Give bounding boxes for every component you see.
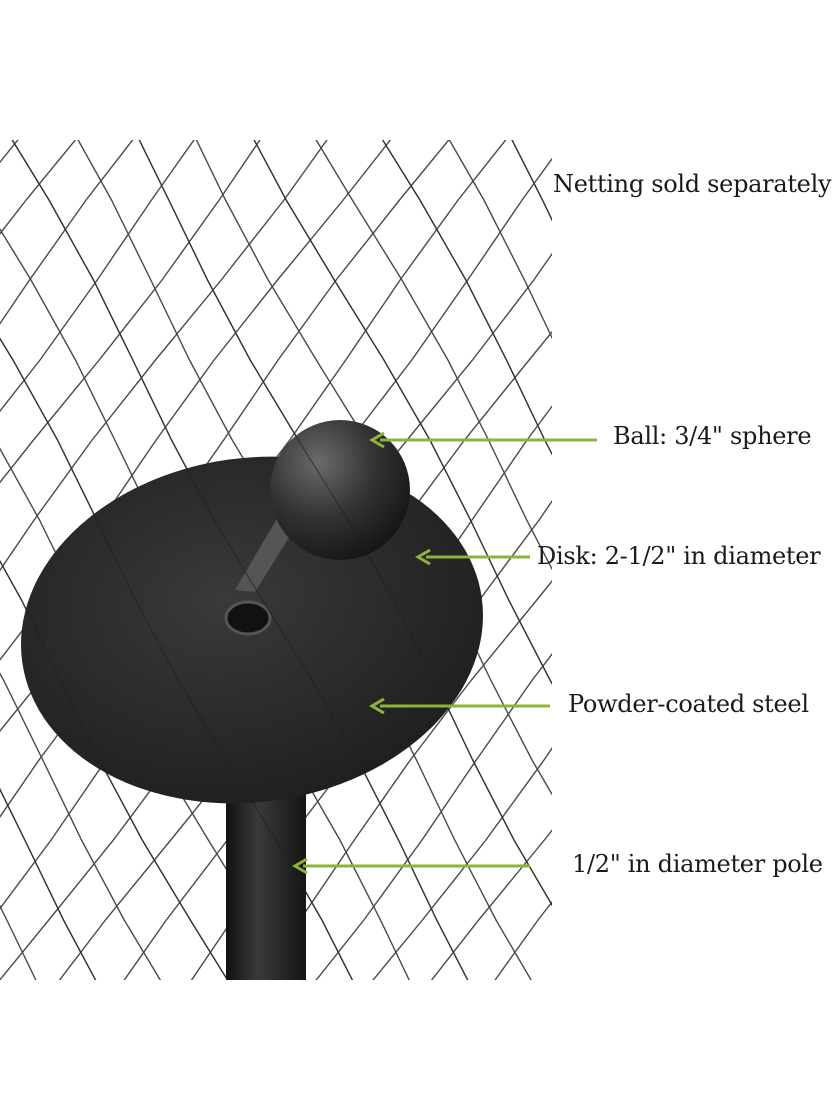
net-strand bbox=[448, 140, 552, 340]
net-strand bbox=[561, 120, 840, 1080]
net-strand bbox=[0, 120, 28, 1080]
ball bbox=[270, 420, 410, 560]
net-strand bbox=[797, 120, 840, 1080]
net-strand bbox=[492, 120, 840, 1080]
net-strand bbox=[138, 140, 552, 907]
net-strand bbox=[0, 904, 37, 980]
label-disk: Disk: 2-1/2" in diameter bbox=[537, 542, 821, 570]
net-strand bbox=[11, 140, 469, 980]
net-strand bbox=[666, 120, 840, 1080]
net-strand bbox=[381, 140, 552, 456]
pole bbox=[226, 780, 306, 980]
net-strand bbox=[511, 140, 552, 222]
net-strand bbox=[0, 140, 328, 572]
net-strand bbox=[315, 140, 552, 571]
net-strand bbox=[741, 120, 840, 1080]
callout-arrows bbox=[292, 431, 597, 875]
net-strand bbox=[552, 120, 840, 1080]
disk-hole bbox=[224, 600, 272, 636]
net-strand bbox=[253, 140, 552, 685]
net-strand bbox=[0, 140, 134, 325]
label-netting: Netting sold separately bbox=[553, 170, 832, 198]
net-strand bbox=[730, 120, 840, 1080]
net-strand bbox=[0, 120, 28, 1080]
net-strand bbox=[0, 337, 354, 980]
net-strand bbox=[315, 653, 552, 980]
net-strand bbox=[617, 120, 840, 1080]
arrow-head bbox=[369, 697, 385, 715]
net-strand bbox=[0, 140, 195, 413]
net-strand bbox=[430, 829, 552, 980]
label-ball: Ball: 3/4" sphere bbox=[613, 422, 812, 450]
arrow-head bbox=[369, 431, 385, 449]
net-strand bbox=[809, 120, 840, 1080]
net-strand bbox=[372, 746, 552, 980]
arrow-head bbox=[292, 857, 308, 875]
net-strand bbox=[511, 140, 552, 222]
label-material: Powder-coated steel bbox=[568, 690, 809, 718]
net-strand bbox=[741, 120, 840, 1080]
net-strand bbox=[0, 672, 162, 980]
net-strand bbox=[676, 120, 840, 1080]
net-strand bbox=[0, 140, 261, 484]
net-strand bbox=[617, 120, 840, 1080]
net-strand bbox=[494, 901, 552, 980]
net-strand bbox=[608, 120, 840, 1080]
arrow-head bbox=[415, 548, 431, 566]
net-strand bbox=[0, 560, 229, 980]
label-pole: 1/2" in diameter pole bbox=[572, 850, 823, 878]
net-strand bbox=[0, 788, 97, 980]
